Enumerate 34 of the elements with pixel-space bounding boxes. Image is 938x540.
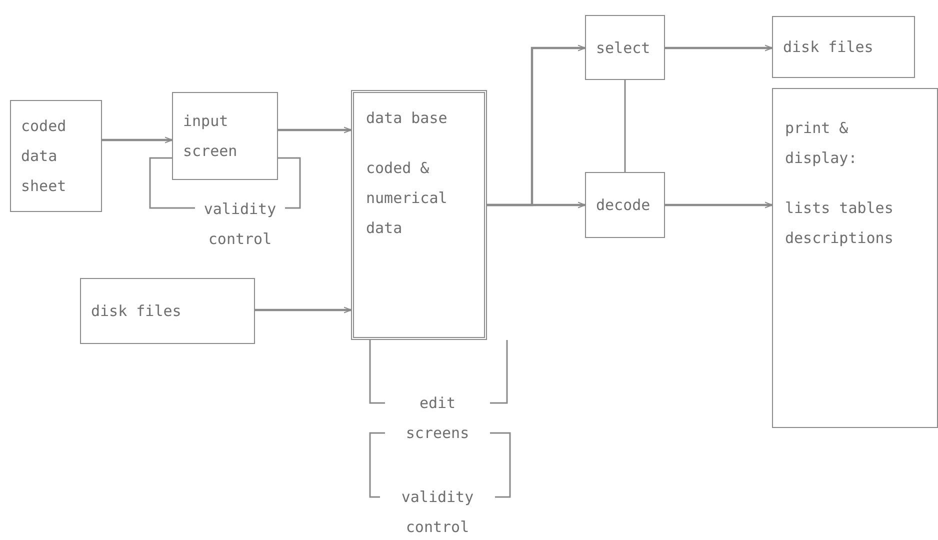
connector-line [369,340,385,404]
node-label: validity control [400,487,475,538]
arrow [278,126,352,134]
node-label: validity control [202,199,278,250]
process-box [585,172,665,238]
process-box [80,278,255,344]
arrow [487,202,586,208]
box-text: print & display: [785,118,858,169]
box-text: coded data sheet [21,116,68,197]
connector-line [278,157,301,209]
connector-line [624,80,626,172]
box-text: input screen [183,111,238,162]
process-box [585,15,665,80]
process-box [351,90,487,340]
connector-line [490,432,511,498]
process-box [772,88,938,428]
box-text: coded & numerical data [366,158,448,239]
process-box [172,92,278,180]
box-text: disk files [91,301,182,322]
node-label: edit screens [404,393,470,444]
connector-line [369,432,385,498]
connector-line [149,157,195,209]
box-text: lists tables descriptions [785,198,894,249]
box-text: select [596,38,650,58]
arrow [665,202,773,208]
connector-line [490,340,508,404]
process-box [10,100,102,212]
box-text: disk files [783,37,874,58]
box-text: decode [596,195,650,216]
arrow [665,44,773,52]
arrow [255,306,352,314]
process-box [772,16,915,78]
arrow [102,136,173,144]
box-text: data base [366,108,448,129]
